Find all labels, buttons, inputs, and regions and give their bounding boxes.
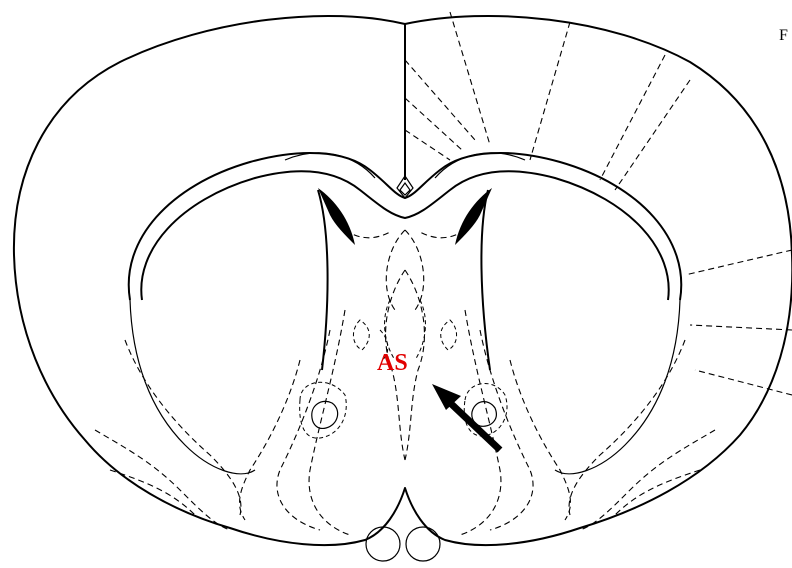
right-dashed-structures: [441, 310, 715, 535]
brain-outer-outline: [14, 16, 792, 545]
right-bottom-circle: [406, 527, 440, 561]
arrow-indicator: [432, 384, 500, 450]
left-bottom-circle: [366, 527, 400, 561]
left-dashed-structures: [95, 310, 388, 535]
corpus-callosum-lower: [141, 171, 668, 300]
cortex-dashed-lines: [405, 12, 792, 395]
corner-label: F: [779, 27, 788, 44]
left-septal-wall: [318, 190, 328, 370]
central-dashed-structures: [345, 230, 465, 460]
region-label-as: AS: [377, 350, 408, 376]
